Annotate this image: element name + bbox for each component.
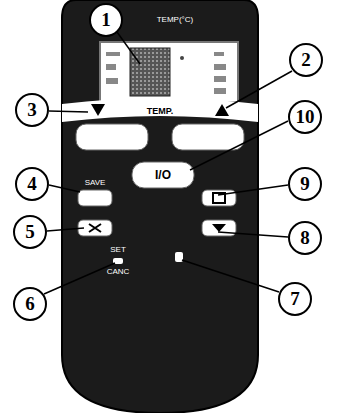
button-label: SAVE [85,179,106,187]
callout-number: 10 [288,100,322,134]
down-arrow [91,104,105,116]
display-window [100,42,238,102]
power-button [132,162,194,188]
callout-number: 9 [288,167,322,201]
fan-icon [89,224,101,232]
callout-number: 5 [13,215,47,249]
save-button [78,190,112,206]
sleep-button [175,252,183,262]
leader-lines [44,32,292,294]
callout-number: 7 [278,282,312,316]
swing-icon [212,224,226,232]
temp-band [62,98,258,122]
button-label: SET [110,246,126,254]
temp-up-button [172,124,244,150]
display-label: TEMP(°C) [157,16,194,24]
display-icons [106,52,226,94]
up-arrow [215,104,229,116]
lcd-digits [130,48,170,96]
button-label: TEMP. [147,107,173,116]
button-label: I/O [155,169,171,181]
callout-number: 1 [89,3,123,37]
callout-number: 2 [289,43,323,77]
callout-number: 3 [15,93,49,127]
temp-down-button [76,124,148,150]
callout-number: 8 [288,221,322,255]
callout-number: 4 [15,167,49,201]
button-label: CANC [107,268,130,276]
callout-number: 6 [13,287,47,321]
remote-body [62,0,258,413]
